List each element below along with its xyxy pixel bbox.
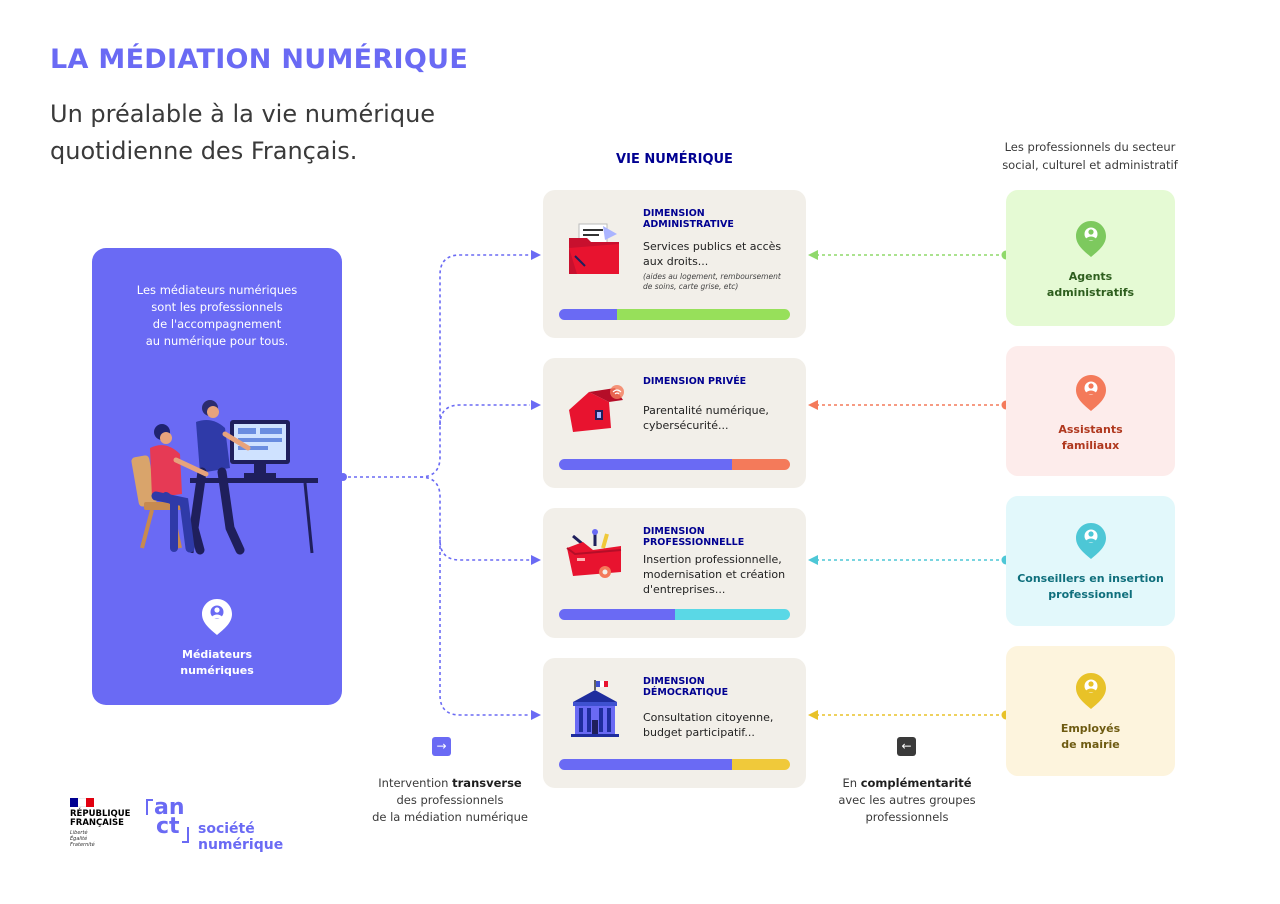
bar-dimension-segment — [616, 309, 790, 320]
professional-pin-icon — [1076, 673, 1106, 709]
caption-complementarite: En complémentarité avec les autres group… — [838, 776, 976, 824]
mediateur-pin-icon — [202, 599, 232, 635]
page-subtitle: Un préalable à la vie numérique quotidie… — [50, 100, 436, 165]
professional-label: Employés de mairie — [1060, 722, 1121, 751]
dimension-card-democratique: DIMENSION DÉMOCRATIQUE Consultation cito… — [543, 658, 806, 788]
caption-complementarite-bold: complémentarité — [860, 776, 972, 790]
professional-pin-icon — [1076, 523, 1106, 559]
dimension-title: DIMENSION PROFESSIONNELLE — [643, 526, 745, 548]
dimension-title: DIMENSION DÉMOCRATIQUE — [643, 676, 729, 698]
dimension-description: Consultation citoyenne, budget participa… — [643, 711, 774, 739]
professionals-heading: Les professionnels du secteur social, cu… — [1002, 140, 1178, 172]
dimension-bar — [559, 609, 790, 620]
folder-icon — [569, 223, 619, 274]
french-flag-icon — [70, 798, 94, 807]
professional-label: Agents administratifs — [1046, 270, 1135, 299]
mediation-connectors — [342, 254, 530, 716]
mediateurs-description: Les médiateurs numériques sont les profe… — [136, 283, 298, 348]
dimension-card-administrative: DIMENSION ADMINISTRATIVE Services public… — [543, 190, 806, 338]
vie-numerique-heading: VIE NUMÉRIQUE — [616, 152, 733, 167]
page-title: LA MÉDIATION NUMÉRIQUE — [50, 44, 469, 75]
professional-card-conseillers: Conseillers en insertion professionnel — [1006, 496, 1175, 626]
toolbox-icon — [566, 529, 622, 578]
caption-transverse-bold: transverse — [452, 776, 522, 790]
dimension-description: Parentalité numérique, cybersécurité... — [643, 404, 769, 432]
bar-mediation-segment — [559, 609, 675, 620]
dimension-note: (aides au logement, remboursement de soi… — [643, 272, 781, 291]
dimension-description: Services publics et accès aux droits... — [643, 240, 782, 268]
professional-label: Assistants familiaux — [1058, 423, 1123, 452]
dimension-bar — [559, 309, 790, 320]
dimension-bar — [559, 759, 790, 770]
dimension-card-professionnelle: DIMENSION PROFESSIONNELLE Insertion prof… — [543, 508, 806, 638]
dimension-title: DIMENSION ADMINISTRATIVE — [643, 208, 734, 230]
arrow-right-icon: → — [432, 737, 451, 756]
town-hall-icon — [571, 680, 619, 737]
bar-mediation-segment — [559, 459, 733, 470]
bar-mediation-segment — [559, 759, 733, 770]
dimension-title: DIMENSION PRIVÉE — [643, 376, 747, 387]
mediateurs-label: Médiateurs numériques — [180, 648, 254, 677]
bar-dimension-segment — [674, 609, 790, 620]
professional-card-employes: Employés de mairie — [1006, 646, 1175, 776]
bar-dimension-segment — [732, 459, 790, 470]
arrow-left-icon: ← — [897, 737, 916, 756]
dimension-card-privee: DIMENSION PRIVÉE Parentalité numérique, … — [543, 358, 806, 488]
anct-mark: an ct — [146, 795, 189, 849]
professional-label: Conseillers en insertion professionnel — [1017, 572, 1164, 601]
professional-pin-icon — [1076, 375, 1106, 411]
professional-pin-icon — [1076, 221, 1106, 257]
professional-card-agents: Agents administratifs — [1006, 190, 1175, 326]
mediateurs-card: Les médiateurs numériques sont les profe… — [92, 248, 342, 705]
republique-francaise-logo: RÉPUBLIQUE FRANÇAISE Liberté Égalité Fra… — [70, 798, 150, 848]
caption-transverse: Intervention transverse des professionne… — [372, 776, 528, 824]
professional-card-assistants: Assistants familiaux — [1006, 346, 1175, 476]
house-icon — [569, 385, 624, 432]
bar-dimension-segment — [732, 759, 790, 770]
bar-mediation-segment — [559, 309, 617, 320]
dimension-description: Insertion professionnelle, modernisation… — [643, 553, 786, 596]
mediateurs-illustration — [131, 400, 318, 555]
dimension-bar — [559, 459, 790, 470]
